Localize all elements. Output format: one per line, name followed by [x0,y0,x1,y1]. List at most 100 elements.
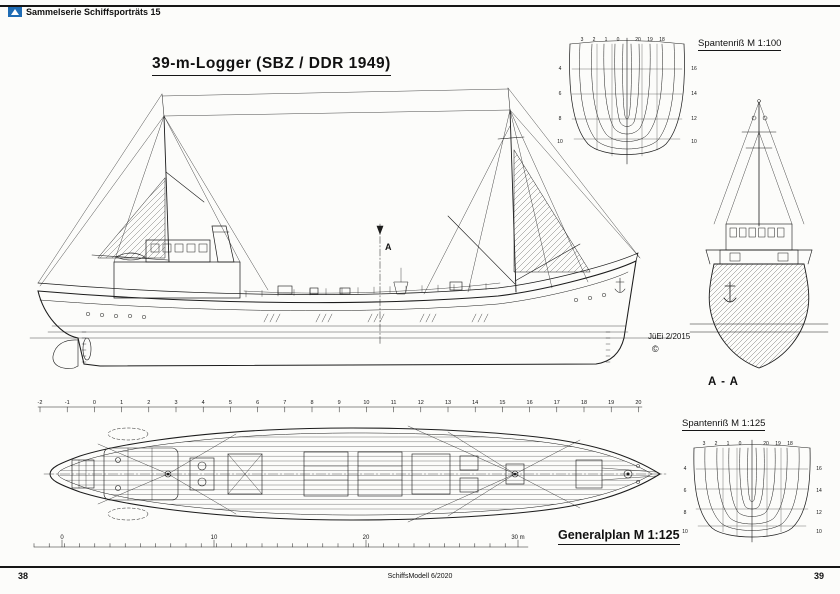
bodyplan-100-title: Spantenriß M 1:100 [698,38,782,51]
station-number: 17 [554,400,560,406]
portholes [85,292,607,320]
front-hull [689,263,829,369]
hull-profile [37,252,639,367]
bodyplan-station-label: 1 [605,37,608,43]
bodyplan-station-label: 4 [559,66,562,72]
series-title: Sammelserie Schiffsporträts 15 [26,7,161,17]
bodyplan-station-label: 10 [691,139,697,145]
section-marker-label: A [385,242,392,252]
bodyplan-station-label: 0 [617,37,620,43]
bodyplan-station-label: 8 [559,116,562,122]
bodyplan125-sections [693,439,811,543]
page-number-left: 38 [18,571,29,581]
general-plan-title: Generalplan M 1:125 [558,528,680,545]
bodyplan-station-label: 6 [559,91,562,97]
section-marker: A [376,223,409,345]
bodyplan-station-label: 10 [557,139,563,145]
bodyplan-station-label: 14 [691,91,697,97]
station-number: 18 [581,400,587,406]
credit-text: JüEi 2/2015 [648,332,691,341]
section-view-label: A - A [708,376,739,388]
bodyplan-station-label: 18 [787,441,793,447]
bow-view-drawing [689,99,829,369]
station-number: 10 [363,400,369,406]
station-number: 1 [120,400,123,406]
top-rule [0,5,840,7]
sail-icon [11,9,19,15]
station-number: 3 [174,400,177,406]
copyright-mark: © [652,344,659,354]
bodyplan-station-label: 4 [684,466,687,472]
deck-gear [277,281,463,295]
station-number: 6 [256,400,259,406]
bodyplan-station-label: 0 [739,441,742,447]
bottom-rule [0,566,840,568]
draft-marks [81,331,611,363]
station-number: 20 [635,400,641,406]
front-anchor-icon [723,281,737,303]
station-number: 14 [472,400,478,406]
scale-label: 20 [363,535,370,541]
journal-imprint: SchiffsModell 6/2020 [387,573,453,580]
station-number: 13 [445,400,451,406]
anchor-icon [614,277,626,293]
bodyplan-station-label: 10 [816,529,822,535]
station-number: 15 [499,400,505,406]
bodyplan-125-title: Spantenriß M 1:125 [682,418,766,431]
bodyplan-station-label: 10 [682,529,688,535]
bodyplan-station-label: 20 [635,37,641,43]
scupper-marks [263,313,489,323]
bodyplan-station-label: 3 [703,441,706,447]
scale-label: 0 [60,535,64,541]
bodyplan-station-label: 12 [691,116,697,122]
station-number: 0 [93,400,96,406]
station-number: 8 [310,400,313,406]
bodyplan-station-label: 16 [816,466,822,472]
rudder-propeller [52,337,92,369]
scale-label: 10 [211,535,218,541]
rigging-lines [37,87,641,295]
station-number: 2 [147,400,150,406]
bodyplan-station-label: 18 [659,37,665,43]
railing [243,282,501,298]
station-number: -1 [65,400,70,406]
station-number: 5 [229,400,232,406]
bodyplan-station-label: 12 [816,510,822,516]
bodyplan-station-label: 16 [691,66,697,72]
front-rigging [713,101,805,225]
scale-bar: 0 10 20 30 m [33,535,529,548]
bodyplan-station-label: 2 [593,37,596,43]
scale-label: 30 m [511,535,524,541]
bodyplan-station-label: 1 [727,441,730,447]
brand-logo [8,7,22,17]
scale-bar-ticks: 0 10 20 30 m [33,535,529,548]
bodyplan-station-label: 6 [684,488,687,494]
plan-rigging-lines [97,425,581,523]
station-number: 12 [418,400,424,406]
bodyplan-station-label: 14 [816,488,822,494]
station-number: 9 [338,400,341,406]
bodyplan-station-label: 2 [715,441,718,447]
station-number: 4 [202,400,205,406]
bodyplan-station-label: 19 [775,441,781,447]
side-elevation-drawing: A [29,87,673,369]
front-mast [741,99,777,227]
station-number: -2 [38,400,43,406]
drawing-title: 39-m-Logger (SBZ / DDR 1949) [152,55,391,76]
station-number: 11 [391,400,397,406]
deckhouse [113,225,241,299]
page-number-right: 39 [813,571,824,581]
station-number: 19 [608,400,614,406]
bodyplan-station-label: 8 [684,510,687,516]
masts [91,87,581,293]
station-number: 7 [283,400,286,406]
bodyplan-station-label: 20 [763,441,769,447]
bodyplan-station-label: 3 [581,37,584,43]
